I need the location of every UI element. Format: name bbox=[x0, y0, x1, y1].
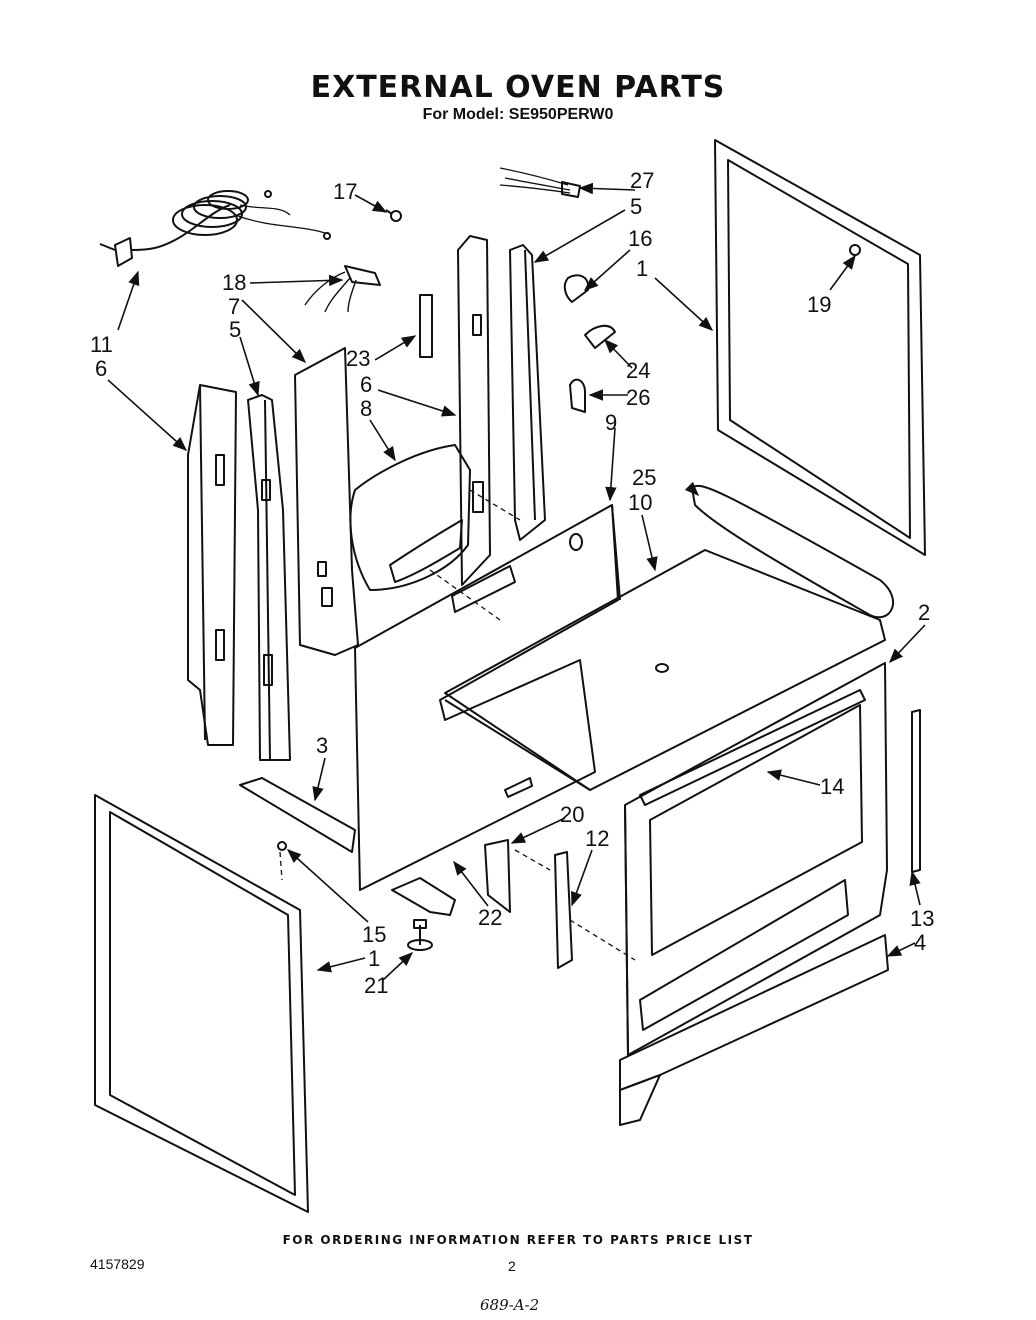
callout-26: 26 bbox=[626, 385, 650, 410]
callout-4: 4 bbox=[914, 930, 926, 955]
cooktop-panel-part bbox=[444, 549, 886, 791]
document-number: 4157829 bbox=[90, 1256, 145, 1272]
callout-3: 3 bbox=[316, 733, 328, 758]
callout-23: 23 bbox=[346, 346, 370, 371]
lower-door-frame-part bbox=[94, 794, 309, 1213]
callout-2: 2 bbox=[918, 600, 930, 625]
clip-26-part bbox=[569, 378, 586, 413]
model-line: For Model: SE950PERW0 bbox=[422, 106, 614, 123]
clip-16-part bbox=[563, 274, 590, 303]
page-number: 2 bbox=[508, 1258, 516, 1274]
front-frame-part bbox=[624, 662, 888, 1056]
callout-19: 19 bbox=[807, 292, 831, 317]
left-side-panel-part bbox=[187, 384, 237, 746]
callout-17: 17 bbox=[333, 179, 357, 204]
ordering-info-note: FOR ORDERING INFORMATION REFER TO PARTS … bbox=[282, 1233, 754, 1247]
foot-bracket-part bbox=[391, 877, 456, 916]
leveling-leg-part bbox=[407, 919, 433, 951]
trim-strip-part bbox=[911, 709, 921, 873]
center-side-panel-part bbox=[457, 235, 491, 586]
callout-20: 20 bbox=[560, 802, 584, 827]
oven-wrapper-part bbox=[349, 444, 471, 591]
rear-panel-part bbox=[294, 347, 359, 656]
hidden-lines bbox=[279, 489, 636, 961]
callout-9: 9 bbox=[605, 410, 617, 435]
upper-door-frame-part bbox=[714, 139, 926, 556]
bottom-rail-part bbox=[239, 777, 356, 853]
callout-12: 12 bbox=[585, 826, 609, 851]
callout-6-center: 6 bbox=[360, 372, 372, 397]
callout-18: 18 bbox=[222, 270, 246, 295]
callout-13: 13 bbox=[910, 906, 934, 931]
left-rail-part bbox=[247, 394, 291, 761]
bottom-panel-part bbox=[619, 934, 889, 1126]
callout-27: 27 bbox=[630, 168, 654, 193]
top-trim-part bbox=[639, 689, 866, 806]
callout-1-lower: 1 bbox=[368, 946, 380, 971]
callout-15: 15 bbox=[362, 922, 386, 947]
wire-harness-part bbox=[304, 265, 381, 313]
lead-wires-part bbox=[499, 167, 581, 198]
callout-10: 10 bbox=[628, 490, 652, 515]
callout-6-left: 6 bbox=[95, 356, 107, 381]
power-cord-part bbox=[99, 190, 331, 267]
bracket-20-part bbox=[484, 839, 511, 913]
door-gasket-part bbox=[691, 484, 895, 619]
callout-24: 24 bbox=[626, 358, 650, 383]
callout-7: 7 bbox=[228, 294, 240, 319]
callout-22: 22 bbox=[478, 905, 502, 930]
callout-14: 14 bbox=[820, 774, 844, 799]
callout-8: 8 bbox=[360, 396, 372, 421]
screw-part bbox=[385, 209, 402, 222]
callout-25: 25 bbox=[632, 465, 656, 490]
callout-16: 16 bbox=[628, 226, 652, 251]
leader-arrows bbox=[107, 182, 926, 981]
handwritten-code: 689-A-2 bbox=[480, 1296, 540, 1314]
page-title: EXTERNAL OVEN PARTS bbox=[310, 70, 726, 105]
right-rail-part bbox=[509, 244, 546, 541]
callout-5-right: 5 bbox=[630, 194, 642, 219]
clip-24-part bbox=[584, 324, 616, 349]
callout-21: 21 bbox=[364, 973, 388, 998]
callout-11: 11 bbox=[90, 332, 113, 357]
vent-strip-part bbox=[419, 294, 433, 358]
callout-5-left: 5 bbox=[229, 317, 241, 342]
callout-1-upper: 1 bbox=[636, 256, 648, 281]
cabinet-body-part bbox=[354, 504, 621, 891]
screw-15-part bbox=[277, 841, 287, 851]
bracket-12-part bbox=[554, 851, 573, 969]
